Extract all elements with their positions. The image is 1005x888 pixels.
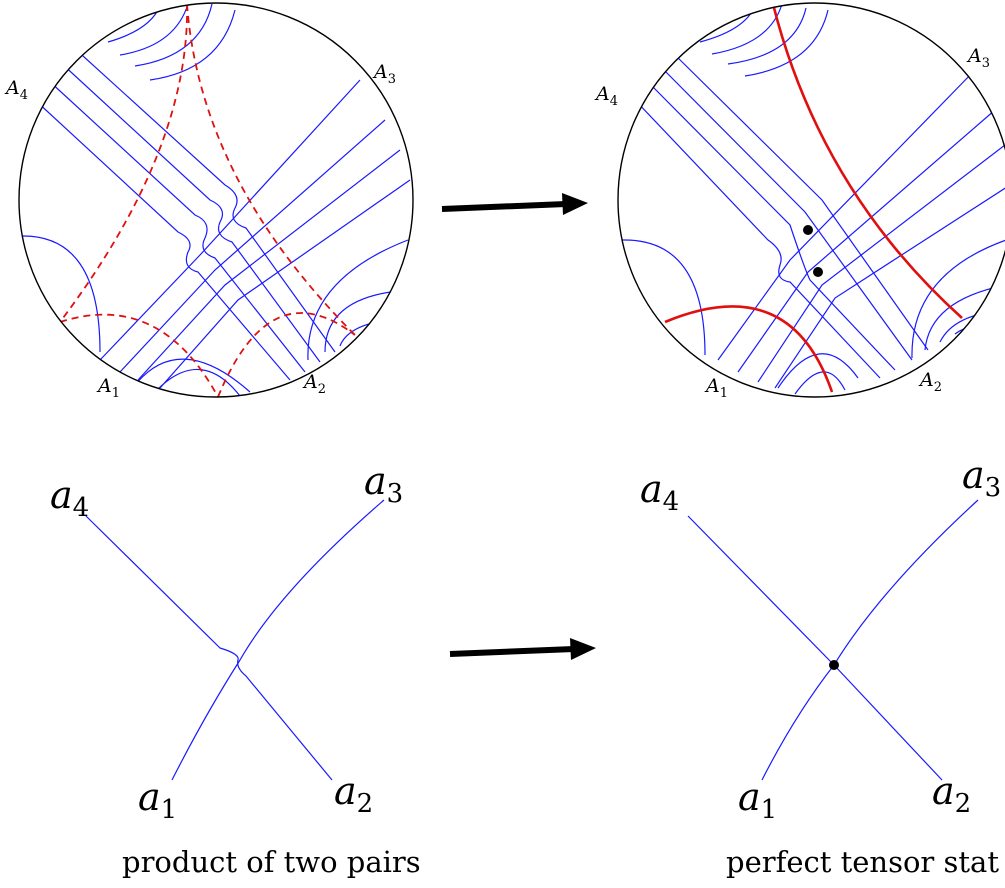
leg-label-a2: a2: [334, 769, 373, 819]
bell-pair-line: [71, 45, 336, 353]
bell-pair-line: [687, 515, 943, 781]
top-left-disk-panel: A4 A3 A1 A2: [4, 2, 414, 401]
leg-label-a3: a3: [364, 459, 403, 509]
tensor-vertex-dot: [803, 225, 813, 235]
bell-pair-line: [634, 99, 881, 379]
top-left-disk-contents: [21, 3, 413, 397]
bell-pair-line: [107, 3, 236, 81]
region-label-a2: A2: [302, 371, 326, 397]
bell-pair-line: [911, 237, 1005, 359]
bell-pair-line: [621, 239, 706, 356]
bell-pair-line: [34, 99, 291, 381]
region-label-a2: A2: [918, 369, 942, 395]
boundary-circle: [617, 2, 1005, 398]
bell-pair-line: [699, 3, 829, 77]
bell-pair-line: [659, 65, 913, 361]
bell-pair-line: [717, 69, 1005, 389]
leg-label-a4: a4: [640, 467, 679, 517]
bell-pair-line: [47, 79, 306, 373]
bell-pair-line: [171, 499, 385, 781]
leg-label-a1: a1: [738, 775, 777, 825]
bell-pair-line: [85, 515, 333, 781]
bell-pair-line: [761, 499, 979, 781]
bell-pair-line: [777, 353, 859, 395]
tensor-vertex-dot: [813, 267, 823, 277]
top-right-disk-panel: A4 A3 A1 A2: [594, 2, 1005, 401]
region-label-a3: A3: [966, 45, 990, 71]
leg-label-a3: a3: [962, 453, 1001, 503]
region-label-a1: A1: [704, 375, 728, 401]
transition-arrow-top: [441, 193, 588, 215]
minimal-surface-dashed: [59, 3, 188, 323]
caption-right: perfect tensor stat: [726, 845, 999, 879]
bottom-right-network: a4 a3 a1 a2 perfect tensor stat: [640, 453, 1001, 879]
region-label-a3: A3: [372, 61, 396, 87]
bell-pair-line: [99, 79, 411, 389]
minimal-surface: [664, 305, 834, 393]
leg-label-a1: a1: [138, 775, 177, 825]
region-label-a4: A4: [594, 83, 618, 109]
minimal-surface-dashed: [217, 312, 356, 397]
bell-pair-line: [647, 81, 896, 371]
boundary-circle: [18, 2, 414, 398]
region-label-a1: A1: [96, 375, 120, 401]
caption-left: product of two pairs: [122, 845, 421, 879]
bell-pair-line: [307, 239, 413, 361]
tensor-vertex-dot: [829, 660, 839, 670]
bell-pair-line: [21, 235, 101, 353]
bell-pair-line: [671, 51, 929, 351]
bell-pair-line: [59, 61, 321, 363]
bottom-left-network: a4 a3 a1 a2 product of two pairs: [50, 459, 421, 879]
region-label-a4: A4: [4, 77, 28, 103]
top-right-disk-contents: [621, 3, 1005, 395]
minimal-surface: [771, 3, 963, 319]
minimal-surface-dashed: [59, 313, 219, 397]
leg-label-a4: a4: [50, 473, 89, 523]
transition-arrow-bottom: [449, 638, 596, 660]
leg-label-a2: a2: [932, 769, 971, 819]
